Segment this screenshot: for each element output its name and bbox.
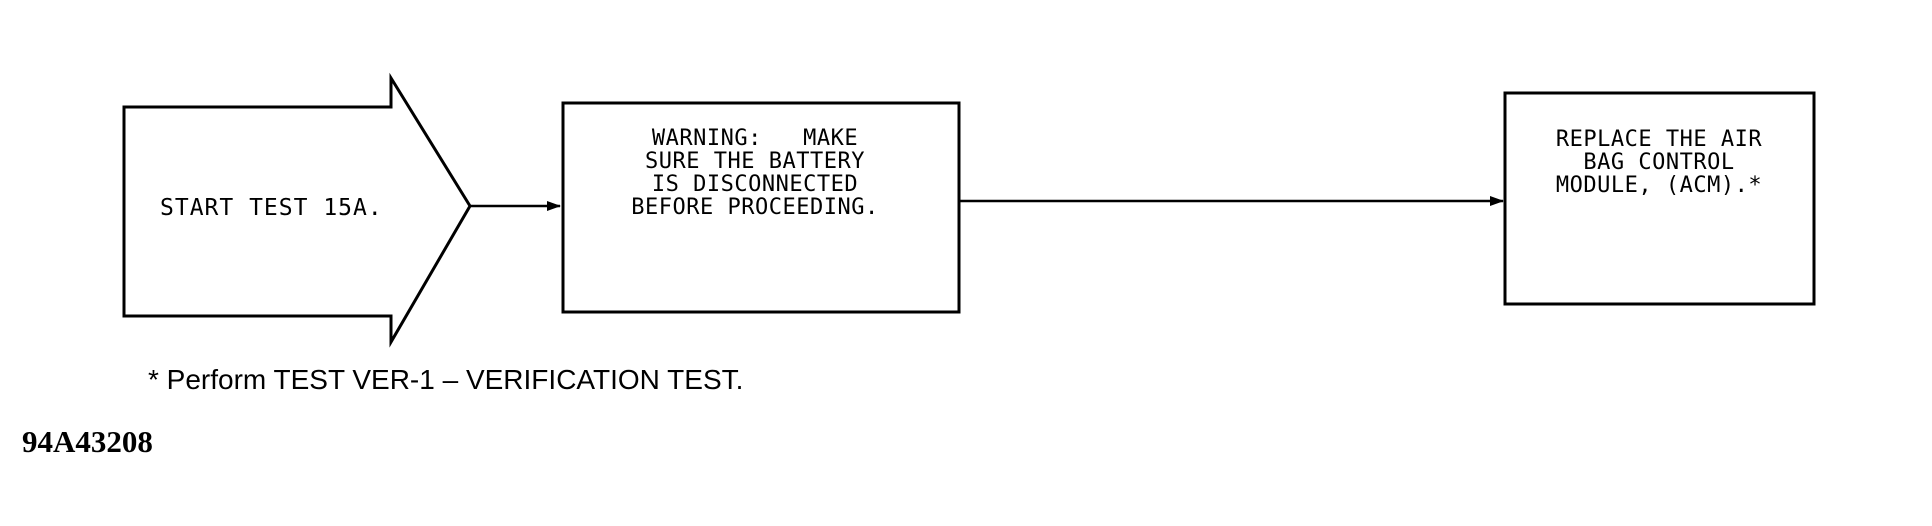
- replace-acm-box: [1503, 91, 1816, 306]
- replace-acm-label: REPLACE THE AIR BAG CONTROL MODULE, (ACM…: [1555, 127, 1763, 198]
- warning-label: WARNING: MAKE SURE THE BATTERY IS DISCON…: [631, 126, 879, 220]
- figure-id: 94A43208: [22, 424, 153, 459]
- start-arrow-shape: [122, 72, 472, 348]
- footnote: * Perform TEST VER-1 – VERIFICATION TEST…: [148, 364, 744, 395]
- start-test-label: START TEST 15A.: [160, 195, 383, 221]
- warning-box: [561, 101, 961, 314]
